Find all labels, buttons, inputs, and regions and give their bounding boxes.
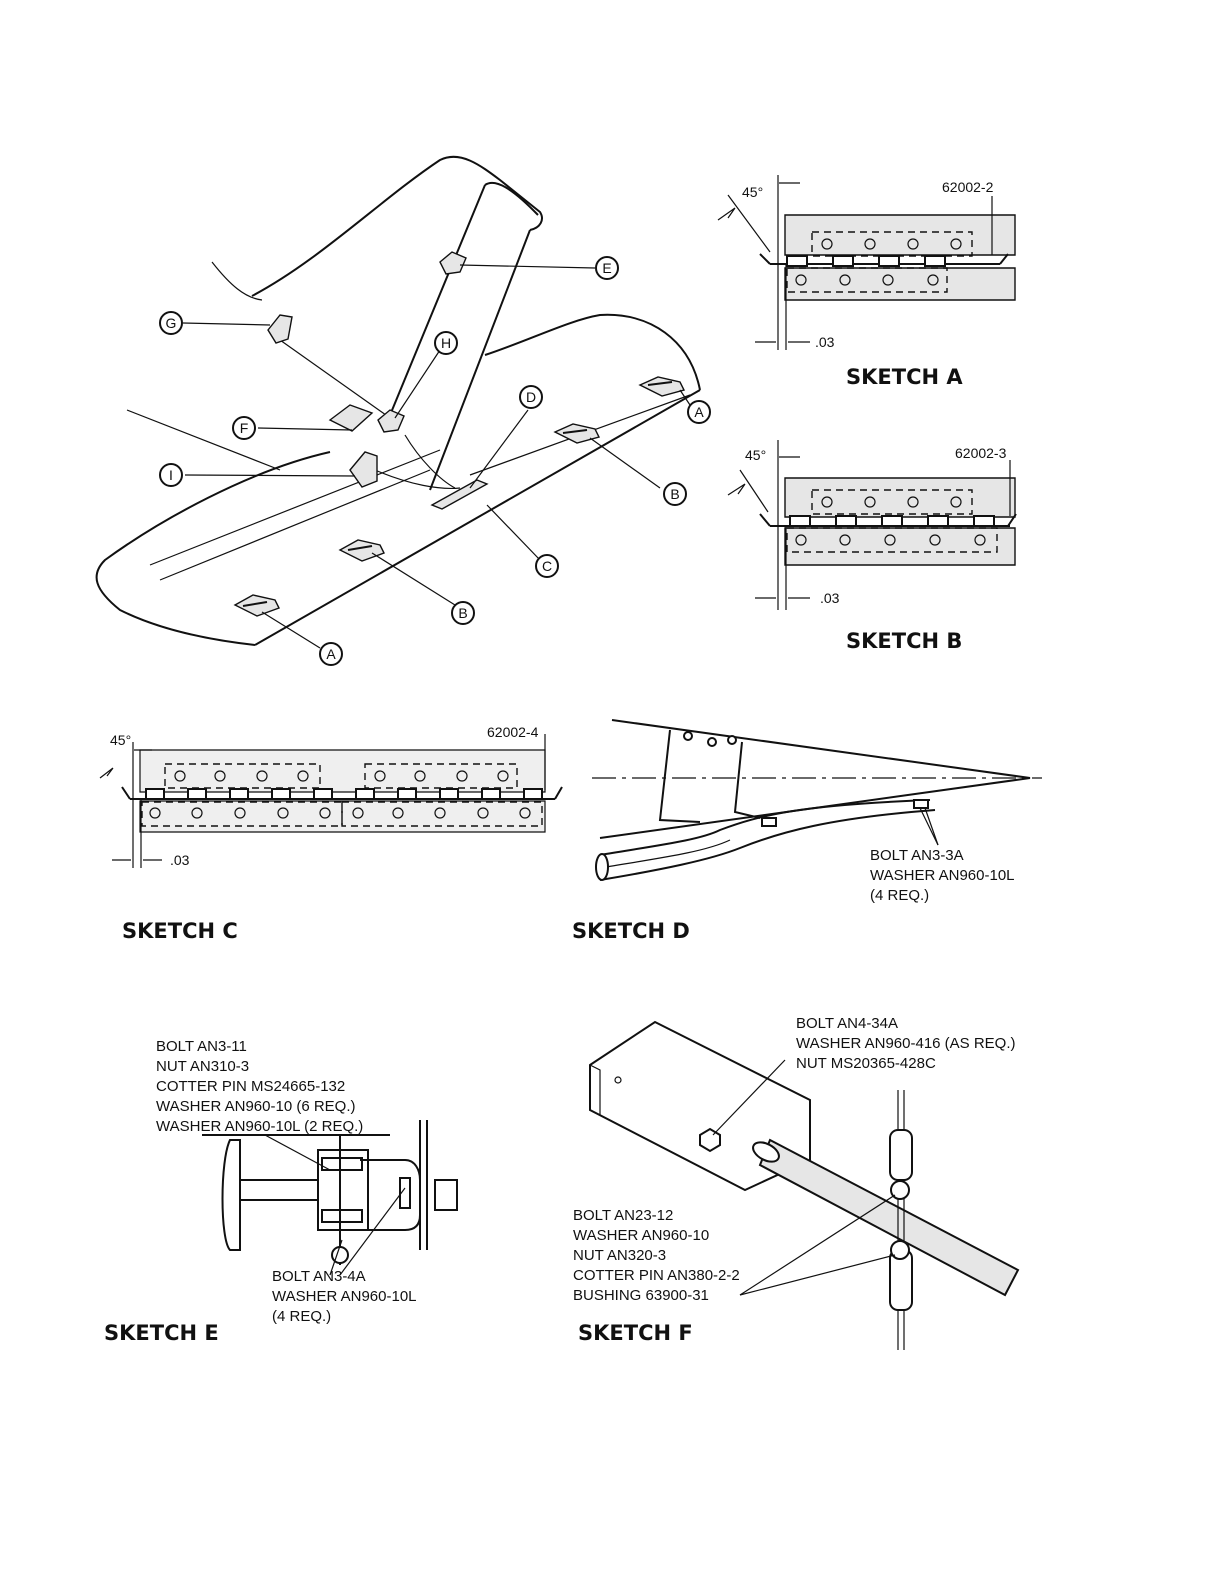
sketch-f-note-nut-2: NUT AN320-3 [573, 1247, 666, 1264]
sketch-e-note-washer-1: WASHER AN960-10 (6 REQ.) [156, 1098, 356, 1115]
svg-text:G: G [166, 315, 177, 331]
sketch-c-gap: .03 [170, 852, 190, 868]
svg-text:A: A [694, 404, 704, 420]
sketch-b-gap: .03 [820, 590, 840, 606]
callout-i: I [159, 463, 183, 487]
sketch-b-angle: 45° [745, 447, 766, 463]
svg-text:F: F [240, 420, 249, 436]
tail-assembly-view: A B C D E F G H [95, 155, 711, 666]
svg-text:A: A [326, 646, 336, 662]
sketch-d-title: SKETCH D [572, 919, 690, 943]
sketch-b-title: SKETCH B [846, 629, 962, 653]
sketch-e: BOLT AN3-11 NUT AN310-3 COTTER PIN MS246… [104, 1038, 458, 1345]
sketch-d-note-bolt: BOLT AN3-3A [870, 847, 964, 864]
sketch-f-note-cotter-pin: COTTER PIN AN380-2-2 [573, 1267, 740, 1284]
sketch-e-note-qty: (4 REQ.) [272, 1308, 331, 1325]
callout-a-left: A [319, 642, 343, 666]
callout-b-right: B [663, 482, 687, 506]
sketch-a: 45° 62002-2 .03 SKETCH A [717, 175, 1016, 389]
svg-text:D: D [526, 389, 536, 405]
sketch-f-note-bolt-2: BOLT AN23-12 [573, 1207, 673, 1224]
sketch-e-note-cotter-pin: COTTER PIN MS24665-132 [156, 1078, 345, 1095]
sketch-b-part-number: 62002-3 [955, 445, 1007, 461]
sketch-e-title: SKETCH E [104, 1321, 219, 1345]
sketch-c-angle: 45° [110, 732, 131, 748]
sketch-c: 45° 62002-4 .03 SKETCH C [99, 724, 563, 943]
sketch-c-part-number: 62002-4 [487, 724, 539, 740]
callout-g: G [159, 311, 183, 335]
sketch-f-note-washer: WASHER AN960-416 (AS REQ.) [796, 1035, 1016, 1052]
sketch-e-note-bolt-2: BOLT AN3-4A [272, 1268, 366, 1285]
callout-h: H [434, 331, 458, 355]
sketch-f: BOLT AN4-34A WASHER AN960-416 (AS REQ.) … [573, 1015, 1020, 1350]
sketch-f-note-bolt: BOLT AN4-34A [796, 1015, 898, 1032]
svg-text:C: C [542, 558, 552, 574]
sketch-f-note-washer-2: WASHER AN960-10 [573, 1227, 709, 1244]
sketch-a-part-number: 62002-2 [942, 179, 994, 195]
sketch-d-note-qty: (4 REQ.) [870, 887, 929, 904]
sketch-d-note-washer: WASHER AN960-10L [870, 867, 1015, 884]
sketch-b: 45° 62002-3 .03 SKETCH B [727, 440, 1017, 653]
sketch-e-note-washer-3: WASHER AN960-10L [272, 1288, 417, 1305]
sketch-d: BOLT AN3-3A WASHER AN960-10L (4 REQ.) SK… [572, 719, 1042, 943]
sketch-c-title: SKETCH C [122, 919, 238, 943]
callout-d: D [519, 385, 543, 409]
callout-c: C [535, 554, 559, 578]
callout-f: F [232, 416, 256, 440]
sketch-e-note-bolt: BOLT AN3-11 [156, 1038, 247, 1055]
sketch-a-title: SKETCH A [846, 365, 963, 389]
svg-text:H: H [441, 335, 451, 351]
sketch-f-note-bushing: BUSHING 63900-31 [573, 1287, 709, 1304]
sketch-a-gap: .03 [815, 334, 835, 350]
sketch-e-note-nut: NUT AN310-3 [156, 1058, 249, 1075]
svg-text:B: B [458, 605, 467, 621]
sketch-f-title: SKETCH F [578, 1321, 693, 1345]
svg-text:B: B [670, 486, 679, 502]
sketch-a-angle: 45° [742, 184, 763, 200]
svg-text:E: E [602, 260, 611, 276]
callout-e: E [595, 256, 619, 280]
svg-text:I: I [169, 467, 173, 483]
callout-b-left: B [451, 601, 475, 625]
callout-a-right: A [687, 400, 711, 424]
sketch-e-note-washer-2: WASHER AN960-10L (2 REQ.) [156, 1118, 363, 1135]
sketch-f-note-nut: NUT MS20365-428C [796, 1055, 936, 1072]
